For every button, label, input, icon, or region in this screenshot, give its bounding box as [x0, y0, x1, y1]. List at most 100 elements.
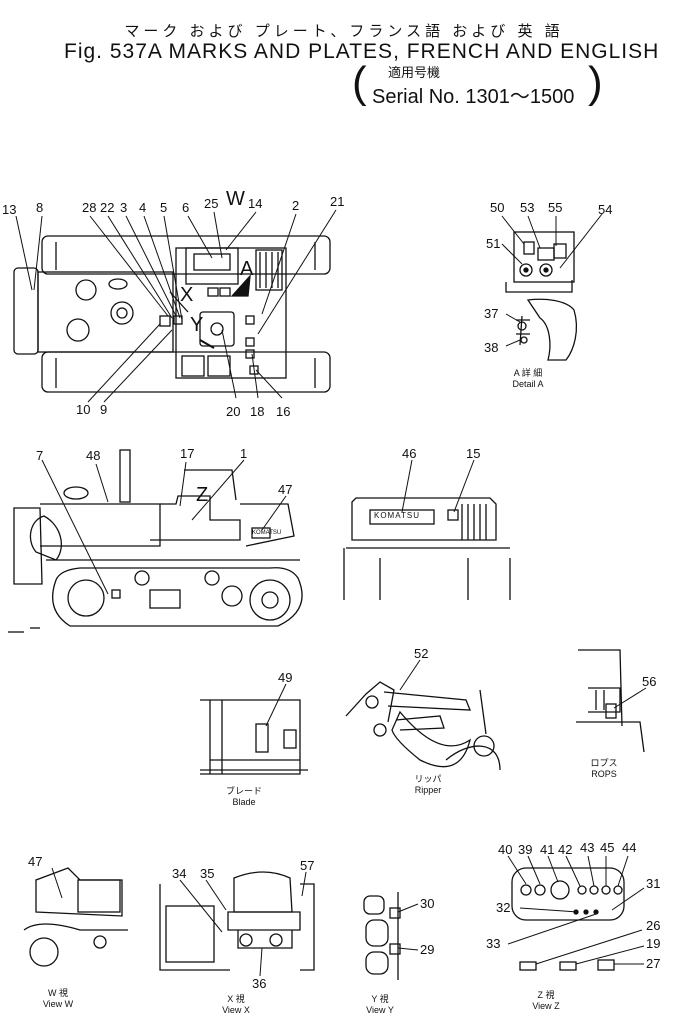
caption-view-y-en: View Y: [366, 1005, 394, 1014]
caption-ripper-en: Ripper: [414, 785, 442, 795]
callout-42: 42: [558, 842, 573, 857]
serial-range: Serial No. 1301～1500: [372, 86, 575, 108]
caption-rops-en: ROPS: [591, 769, 617, 779]
view-letter-a: A: [240, 258, 254, 280]
serial-left-paren: (: [352, 58, 367, 107]
callout-16: 16: [276, 404, 291, 419]
callout-46: 46: [402, 446, 417, 461]
view-letter-x: X: [180, 284, 194, 306]
callout-2: 2: [292, 198, 300, 213]
callout-29: 29: [420, 942, 435, 957]
caption-view-y: Y 視 View Y: [358, 994, 402, 1014]
callout-55: 55: [548, 200, 563, 215]
caption-blade: ブレード Blade: [224, 786, 264, 808]
view-letter-w: W: [226, 188, 245, 210]
caption-detail-a-en: Detail A: [512, 379, 544, 389]
callout-15: 15: [466, 446, 481, 461]
caption-view-x-jp: X 視: [227, 994, 245, 1004]
leader-lines: [15, 209, 647, 977]
callout-13: 13: [2, 202, 17, 217]
callout-18: 18: [250, 404, 265, 419]
callout-22: 22: [100, 200, 115, 215]
callout-31: 31: [646, 876, 661, 891]
callout-7: 7: [36, 448, 44, 463]
view-x-drawing: [159, 871, 315, 971]
callout-44: 44: [622, 840, 637, 855]
rops-drawing: [576, 649, 645, 753]
callout-14: 14: [248, 196, 263, 211]
callout-43: 43: [580, 840, 595, 855]
callout-34: 34: [172, 866, 187, 881]
caption-view-w-jp: W 視: [48, 988, 68, 998]
caption-rops: ロプス ROPS: [582, 758, 626, 780]
caption-rops-jp: ロプス: [590, 758, 618, 768]
caption-ripper: リッパ Ripper: [406, 774, 450, 796]
caption-view-z-jp: Z 視: [537, 990, 555, 1000]
callout-28: 28: [82, 200, 97, 215]
callout-48: 48: [86, 448, 101, 463]
callout-38: 38: [484, 340, 499, 355]
callout-54: 54: [598, 202, 613, 217]
callout-4: 4: [139, 200, 147, 215]
callout-52: 52: [414, 646, 429, 661]
callout-51: 51: [486, 236, 501, 251]
caption-view-z: Z 視 View Z: [524, 990, 568, 1012]
callout-47-view-w: 47: [28, 854, 43, 869]
callout-26: 26: [646, 918, 661, 933]
callout-36: 36: [252, 976, 267, 991]
callout-53: 53: [520, 200, 535, 215]
callout-45: 45: [600, 840, 615, 855]
callout-20: 20: [226, 404, 241, 419]
hood-plate-drawing: [343, 497, 511, 600]
view-y-drawing: [363, 892, 401, 980]
callout-6: 6: [182, 200, 190, 215]
caption-view-z-en: View Z: [532, 1001, 560, 1011]
callout-57: 57: [300, 858, 315, 873]
caption-ripper-jp: リッパ: [414, 774, 442, 784]
callout-27: 27: [646, 956, 661, 971]
caption-blade-jp: ブレード: [225, 786, 262, 796]
caption-blade-en: Blade: [232, 797, 256, 807]
callout-56: 56: [642, 674, 657, 689]
callout-30: 30: [420, 896, 435, 911]
blade-drawing: [200, 699, 308, 775]
callout-9: 9: [100, 402, 108, 417]
serial-label-japanese: 適用号機: [388, 65, 441, 80]
callout-19: 19: [646, 936, 661, 951]
title-japanese: マーク および プレート、フランス語 および 英 語: [124, 23, 564, 40]
callout-35: 35: [200, 866, 215, 881]
callout-50: 50: [490, 200, 505, 215]
caption-view-x: X 視 View X: [214, 994, 258, 1014]
callout-37: 37: [484, 306, 499, 321]
caption-detail-a: A 詳 細 Detail A: [508, 368, 548, 390]
caption-detail-a-jp: A 詳 細: [513, 368, 543, 378]
callout-25: 25: [204, 196, 219, 211]
callout-5: 5: [160, 200, 168, 215]
callout-49: 49: [278, 670, 293, 685]
caption-view-w-en: View W: [42, 999, 74, 1009]
callout-10: 10: [76, 402, 91, 417]
side-view-drawing: [8, 449, 303, 633]
callout-3: 3: [120, 200, 128, 215]
callout-39: 39: [518, 842, 533, 857]
caption-view-y-jp: Y 視: [371, 994, 389, 1004]
callout-21: 21: [330, 194, 345, 209]
serial-right-paren: ): [588, 58, 603, 107]
komatsu-logo-small: KOMATSU: [252, 530, 282, 536]
ripper-drawing: [345, 681, 501, 771]
callout-47-side: 47: [278, 482, 293, 497]
view-letter-y: Y: [190, 314, 204, 336]
callout-8: 8: [36, 200, 44, 215]
callout-17: 17: [180, 446, 195, 461]
komatsu-logo-text: KOMATSU: [374, 511, 420, 520]
callout-1: 1: [240, 446, 248, 461]
view-z-drawing: [511, 867, 625, 971]
top-view-drawing: [13, 235, 331, 393]
view-letter-z: Z: [196, 484, 209, 506]
callout-40: 40: [498, 842, 513, 857]
view-w-drawing: [23, 867, 128, 967]
figure-title: Fig. 537A MARKS AND PLATES, FRENCH AND E…: [64, 40, 660, 63]
callout-33: 33: [486, 936, 501, 951]
